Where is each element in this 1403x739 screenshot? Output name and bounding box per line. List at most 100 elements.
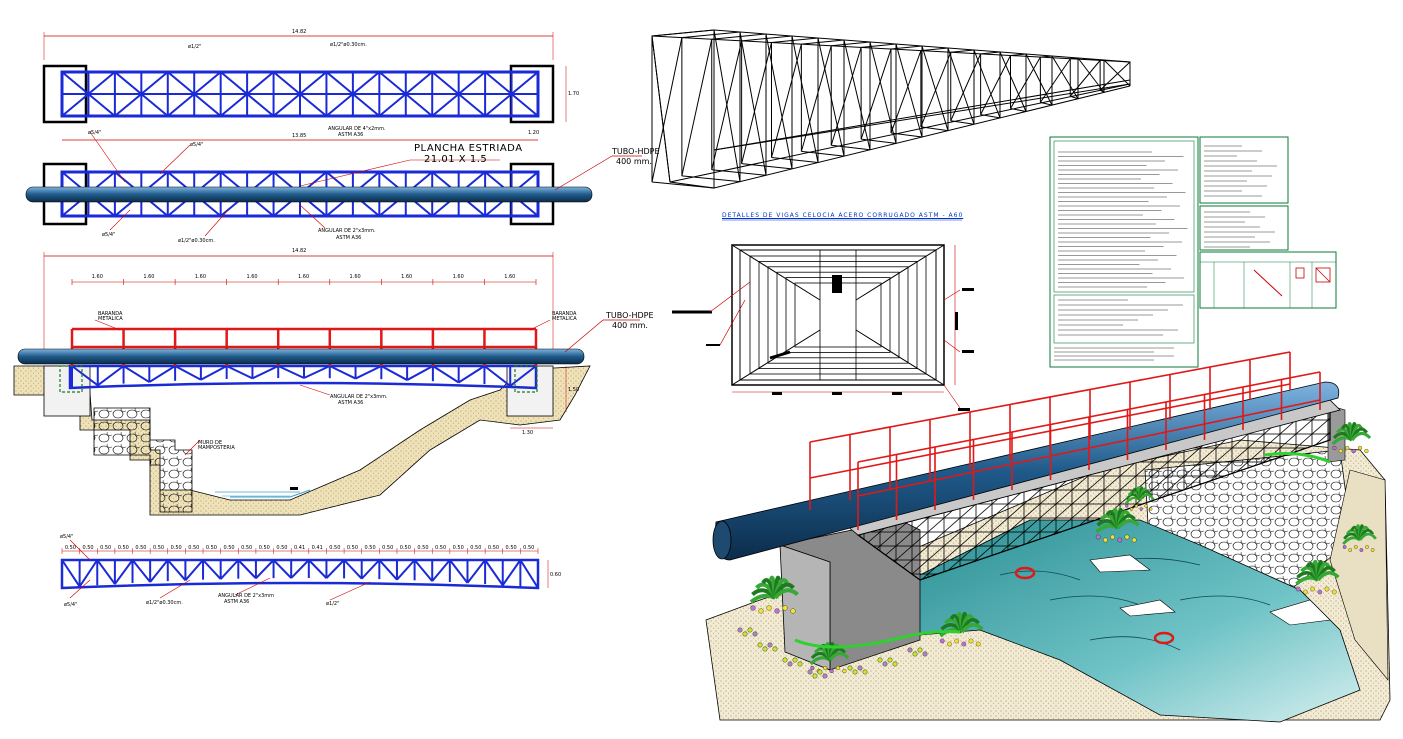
flower xyxy=(852,669,858,675)
flower xyxy=(772,646,778,652)
plan2-tube-title: TUBO-HDPE xyxy=(612,147,660,156)
flower xyxy=(922,651,928,657)
flower xyxy=(766,605,772,611)
plant-leaf xyxy=(828,651,850,662)
elev-astm-label: ASTM A36 xyxy=(338,400,364,406)
flower xyxy=(1110,534,1115,540)
flower xyxy=(767,642,773,648)
flower xyxy=(1125,504,1129,508)
flower xyxy=(747,627,753,633)
flower xyxy=(1359,548,1364,552)
hdpe-tube-plan xyxy=(25,186,593,203)
plant-leaf xyxy=(1316,571,1340,582)
plant-leaf xyxy=(773,588,799,600)
section-detail xyxy=(672,219,974,411)
flower xyxy=(862,669,868,675)
flower xyxy=(1130,507,1134,511)
plate-size: 21.01 X 1.5 xyxy=(424,154,488,165)
elev-angle-label: ANGULAR DE 2"x3mm. xyxy=(330,394,388,400)
flower xyxy=(1370,548,1375,552)
bt-span-label: 0.50 xyxy=(382,545,394,551)
plant-leaf xyxy=(1116,519,1140,530)
bt-span-label: 0.50 xyxy=(523,545,535,551)
flower xyxy=(1324,586,1330,592)
flower xyxy=(742,631,748,637)
bridge-3d-render xyxy=(705,351,1391,723)
flower xyxy=(1117,537,1123,543)
flower xyxy=(1364,448,1369,454)
flower xyxy=(774,608,780,614)
elev-dim-right: 1.50 xyxy=(568,387,580,393)
bt-span-label: 0.50 xyxy=(505,545,517,551)
flower xyxy=(882,661,888,667)
plant-leaf xyxy=(1350,431,1372,442)
elev-span-label: 1.60 xyxy=(452,274,464,280)
plan2-astm-label: ASTM A36 xyxy=(336,235,362,241)
flower xyxy=(842,668,847,674)
bt-span-label: 0.50 xyxy=(364,545,376,551)
flower xyxy=(829,668,834,674)
plan1-dim-side: 1.20 xyxy=(528,130,540,136)
elev-span-label: 1.60 xyxy=(349,274,361,280)
flower xyxy=(757,642,763,648)
flower xyxy=(1331,589,1337,595)
flower xyxy=(1317,589,1323,595)
flower xyxy=(1149,507,1153,511)
flower xyxy=(877,657,883,663)
flower xyxy=(750,605,756,611)
elev-span-label: 1.60 xyxy=(504,274,516,280)
flower xyxy=(822,673,828,679)
flower xyxy=(917,647,923,653)
flower xyxy=(1342,545,1347,549)
flower xyxy=(817,669,823,675)
plan1-dim-height: 1.70 xyxy=(568,91,580,97)
flower xyxy=(939,638,945,644)
flower xyxy=(1134,504,1138,508)
bt-span-label: 0.50 xyxy=(452,545,464,551)
bt-span-label: 0.50 xyxy=(241,545,253,551)
flower xyxy=(823,665,828,671)
flower xyxy=(1345,445,1350,451)
bt-span-label: 0.50 xyxy=(487,545,500,551)
plan-view-1 xyxy=(42,32,567,124)
elev-dim-base: 1.30 xyxy=(522,430,534,436)
truss-3d-wireframe xyxy=(651,29,1131,189)
flower xyxy=(792,657,798,663)
plan2-bar-label-mid: ø5/4" xyxy=(190,142,204,148)
bt-span-label: 0.50 xyxy=(435,545,447,551)
flower xyxy=(847,665,853,671)
bt-astm-label: ASTM A36 xyxy=(224,599,250,605)
flower xyxy=(752,631,758,637)
flower xyxy=(1144,504,1148,508)
plan1-dim-total: 14.82 xyxy=(292,29,307,35)
bt-span-label: 0.50 xyxy=(82,545,94,551)
plan2-bar-label-left: ø5/4" xyxy=(88,130,102,136)
flower xyxy=(1131,537,1137,543)
elev-dim-total: 14.82 xyxy=(292,248,307,254)
flower xyxy=(975,641,981,647)
flower xyxy=(1303,589,1308,595)
bt-span-label: 0.50 xyxy=(100,545,112,551)
elev-span-label: 1.60 xyxy=(401,274,413,280)
bt-label-top-left: ø5/4" xyxy=(60,534,74,540)
bt-span-label: 0.50 xyxy=(329,545,341,551)
bt-span-label: 0.50 xyxy=(64,545,76,551)
bottom-truss xyxy=(60,539,549,601)
plan1-angle-label: ANGULAR DE 4"x2mm. xyxy=(328,126,386,132)
elev-span-label: 1.60 xyxy=(246,274,258,280)
flower xyxy=(947,641,952,647)
plan1-astm-label: ASTM A36 xyxy=(338,132,364,138)
bt-label-bottom-right: ø1/2" xyxy=(326,601,340,607)
bt-span-label: 0.50 xyxy=(205,545,217,551)
flower xyxy=(954,638,959,644)
elev-tube-size: 400 mm. xyxy=(612,321,648,330)
flower xyxy=(1095,534,1101,540)
flower xyxy=(1348,548,1353,552)
flower xyxy=(835,665,841,671)
flower xyxy=(887,657,893,663)
flower xyxy=(907,647,913,653)
hdpe-tube-elevation xyxy=(17,348,585,365)
bt-span-label: 0.41 xyxy=(311,545,323,551)
flower xyxy=(782,605,788,611)
